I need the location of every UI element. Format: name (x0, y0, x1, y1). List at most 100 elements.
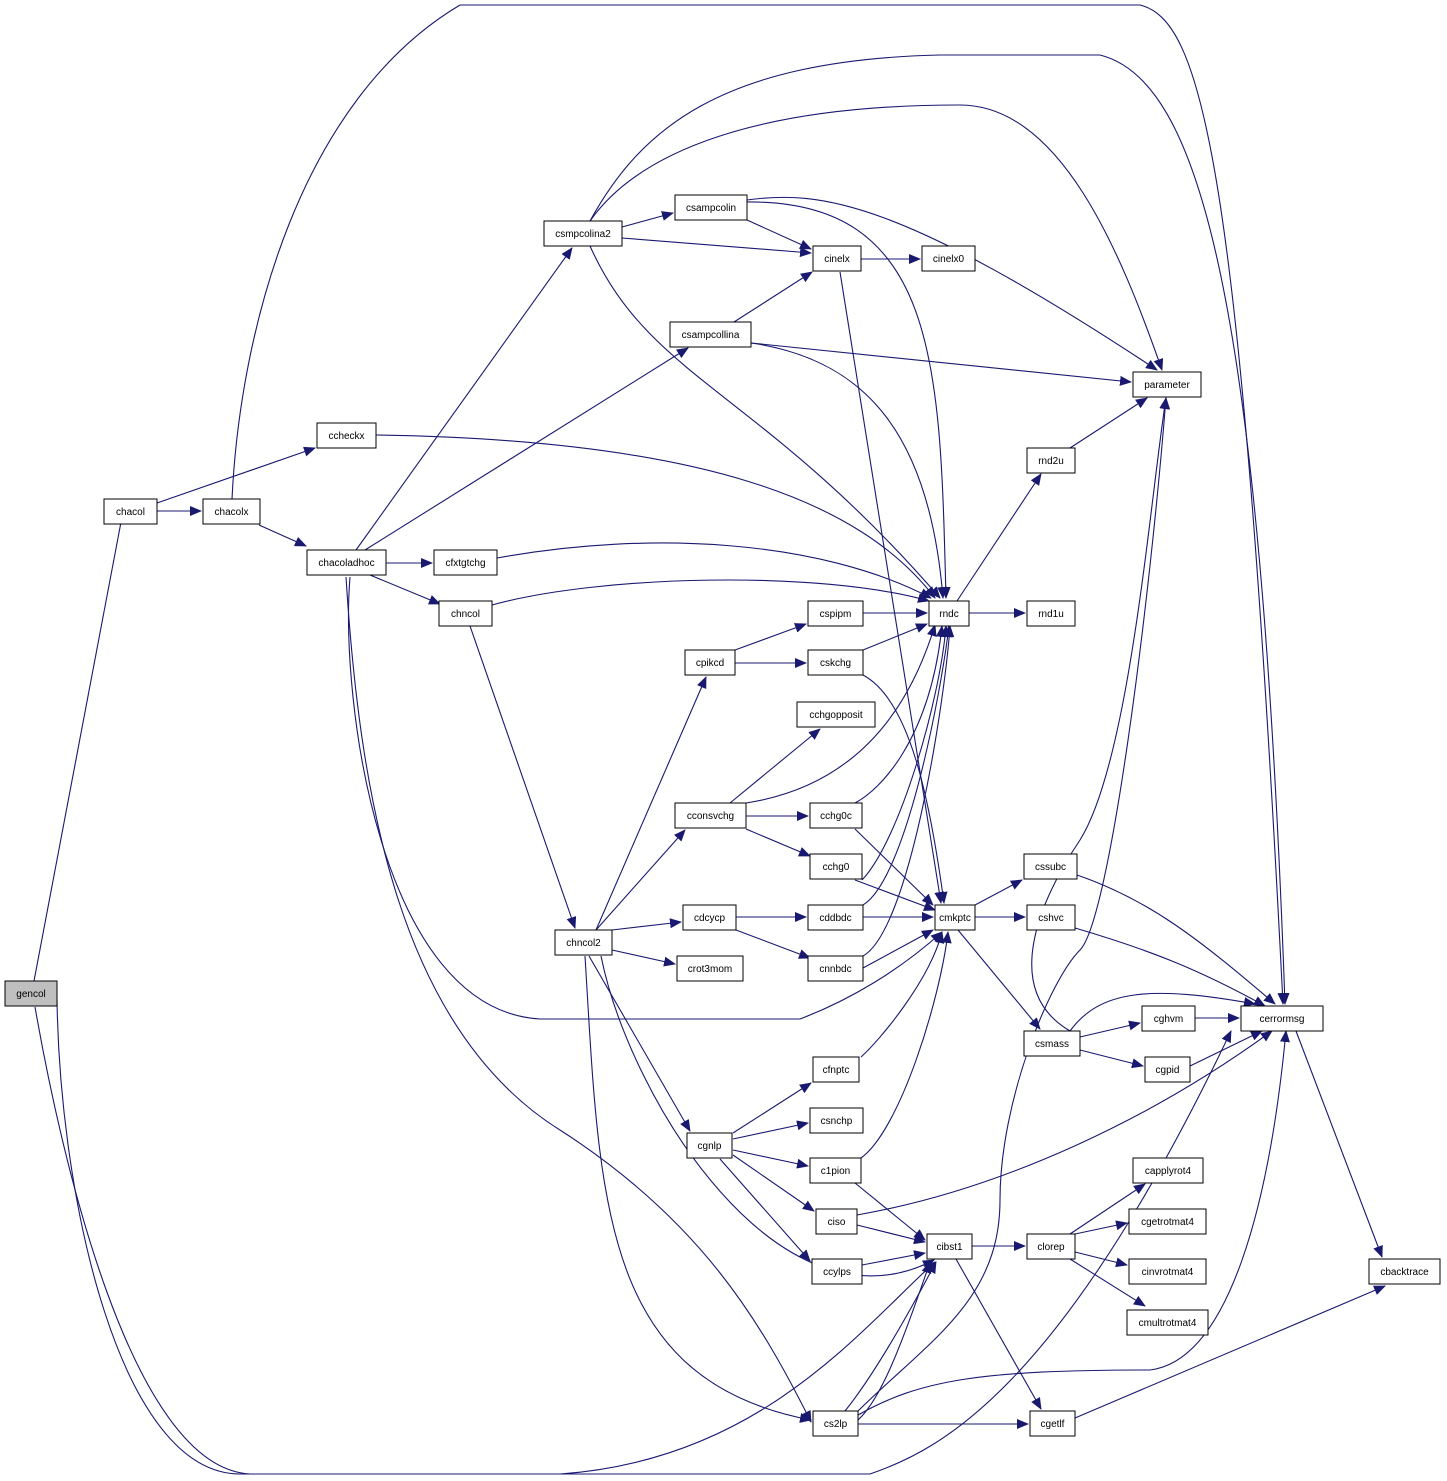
node-label: chacol (116, 507, 145, 518)
node-label: cinvrotmat4 (1142, 1267, 1194, 1278)
call-edge (854, 625, 946, 804)
node-label: crot3mom (688, 964, 732, 975)
call-edge (345, 576, 812, 1423)
call-edge (844, 1261, 937, 1412)
call-edge (861, 1250, 926, 1266)
node-cinvrotmat4[interactable]: cinvrotmat4 (1128, 1258, 1207, 1285)
call-edge (1079, 1049, 1144, 1069)
node-box (676, 955, 744, 982)
node-label: cconsvchg (687, 811, 734, 822)
node-csnchp[interactable]: csnchp (809, 1107, 864, 1134)
node-ciso[interactable]: ciso (815, 1208, 858, 1235)
call-edge (33, 500, 128, 982)
node-box (1132, 371, 1202, 398)
node-cgpid[interactable]: cgpid (1144, 1056, 1191, 1083)
node-label: ccheckx (328, 431, 364, 442)
node-cskchg[interactable]: cskchg (807, 649, 864, 676)
node-cconsvchg[interactable]: cconsvchg (674, 802, 747, 829)
node-chacolx[interactable]: chacolx (202, 498, 261, 525)
node-cs2lp[interactable]: cs2lp (812, 1410, 859, 1437)
node-cghvm[interactable]: cghvm (1141, 1005, 1196, 1032)
node-chncol2[interactable]: chncol2 (554, 929, 613, 956)
node-cpikcd[interactable]: cpikcd (684, 649, 736, 676)
node-cdcycp[interactable]: cdcycp (682, 904, 737, 931)
node-cchg0[interactable]: cchg0 (809, 853, 863, 880)
node-ccylps[interactable]: ccylps (811, 1258, 863, 1285)
node-rndc[interactable]: rndc (928, 600, 970, 627)
node-cmultrotmat4[interactable]: cmultrotmat4 (1126, 1309, 1209, 1336)
node-cgetrotmat4[interactable]: cgetrotmat4 (1128, 1208, 1207, 1235)
node-crot3mom[interactable]: crot3mom (676, 955, 744, 982)
call-edge (860, 931, 945, 1058)
node-box (1026, 447, 1076, 474)
node-cmkptc[interactable]: cmkptc (934, 904, 976, 931)
node-c1pion[interactable]: c1pion (809, 1157, 862, 1184)
node-box (1023, 853, 1078, 880)
node-box (686, 1132, 733, 1159)
node-label: chncol2 (566, 938, 601, 949)
node-chacoladhoc[interactable]: chacoladhoc (306, 549, 387, 576)
node-parameter[interactable]: parameter (1132, 371, 1202, 398)
node-cibst1[interactable]: cibst1 (926, 1233, 973, 1260)
call-edge (862, 625, 955, 957)
call-edge (231, 4, 1288, 1005)
call-edge (862, 674, 948, 904)
node-label: cssubc (1035, 862, 1066, 873)
node-cssubc[interactable]: cssubc (1023, 853, 1078, 880)
node-csmass[interactable]: csmass (1023, 1030, 1081, 1057)
node-cshvc[interactable]: cshvc (1026, 904, 1076, 931)
node-chncol[interactable]: chncol (438, 600, 493, 627)
node-cerrormsg[interactable]: cerrormsg (1240, 1005, 1324, 1032)
call-edge (750, 342, 948, 599)
call-edge (1076, 874, 1276, 1005)
call-edge (862, 623, 928, 651)
node-csampcolin[interactable]: csampcolin (674, 194, 748, 221)
node-cinelx0[interactable]: cinelx0 (921, 245, 976, 272)
node-cspipm[interactable]: cspipm (807, 600, 864, 627)
call-edge (1031, 397, 1170, 1032)
call-edge (1074, 1251, 1128, 1268)
node-chacol[interactable]: chacol (103, 498, 158, 525)
node-label: ccylps (823, 1267, 851, 1278)
node-cinelx[interactable]: cinelx (812, 245, 862, 272)
node-cfnptc[interactable]: cfnptc (812, 1056, 860, 1083)
call-edge (732, 1120, 809, 1140)
node-box (438, 600, 493, 627)
node-csampcollina[interactable]: csampcollina (669, 321, 752, 348)
node-ccheckx[interactable]: ccheckx (316, 422, 377, 449)
call-edge (732, 1154, 815, 1212)
node-label: cchgopposit (809, 710, 863, 721)
call-edge (1295, 1030, 1383, 1258)
call-edge (732, 1149, 809, 1169)
node-box (809, 802, 863, 829)
node-clorep[interactable]: clorep (1026, 1233, 1076, 1260)
node-box (316, 422, 377, 449)
node-label: cbacktrace (1380, 1267, 1429, 1278)
node-cddbdc[interactable]: cddbdc (807, 904, 864, 931)
node-cbacktrace[interactable]: cbacktrace (1368, 1258, 1441, 1285)
node-label: rnd1u (1038, 609, 1064, 620)
node-rnd2u[interactable]: rnd2u (1026, 447, 1076, 474)
call-edge (854, 828, 934, 906)
node-label: rndc (939, 609, 958, 620)
node-cchg0c[interactable]: cchg0c (809, 802, 863, 829)
node-label: clorep (1037, 1242, 1065, 1253)
node-box (1240, 1005, 1324, 1032)
node-cchgopposit[interactable]: cchgopposit (796, 701, 876, 728)
node-label: cfnptc (823, 1065, 850, 1076)
node-label: cmultrotmat4 (1139, 1318, 1197, 1329)
node-box (4, 980, 58, 1007)
node-csmpcolina2[interactable]: csmpcolina2 (543, 220, 623, 247)
node-cgetlf[interactable]: cgetlf (1029, 1410, 1076, 1437)
node-cnnbdc[interactable]: cnnbdc (807, 955, 864, 982)
call-edge (745, 624, 937, 804)
node-capplyrot4[interactable]: capplyrot4 (1132, 1157, 1204, 1184)
node-cfxtgtchg[interactable]: cfxtgtchg (433, 549, 498, 576)
node-box (1132, 1157, 1204, 1184)
node-box (1029, 1410, 1076, 1437)
call-edge (860, 931, 952, 1159)
node-cgnlp[interactable]: cgnlp (686, 1132, 733, 1159)
node-label: cinelx (824, 254, 850, 265)
call-edge (1069, 1258, 1146, 1307)
node-rnd1u[interactable]: rnd1u (1026, 600, 1076, 627)
